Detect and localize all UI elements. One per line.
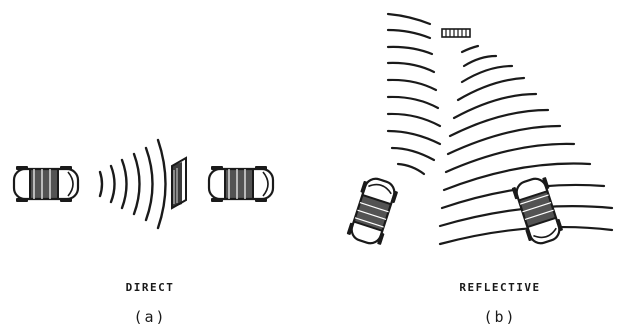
transmitting-car-b: [346, 175, 400, 247]
receiving-car: [209, 166, 273, 202]
label-reflective: REFLECTIVE: [430, 281, 570, 294]
panel-letter-b: (b): [430, 308, 570, 326]
label-direct: DIRECT: [90, 281, 210, 294]
transmitting-car: [14, 166, 78, 202]
receiver-box: [172, 158, 186, 208]
panel-a: [14, 140, 273, 228]
panel-b: [346, 14, 612, 247]
panel-letter-a: (a): [90, 308, 210, 326]
reflector-icon: [442, 29, 470, 37]
direct-signal-waves: [100, 140, 166, 228]
incoming-signal-waves: [388, 14, 440, 174]
